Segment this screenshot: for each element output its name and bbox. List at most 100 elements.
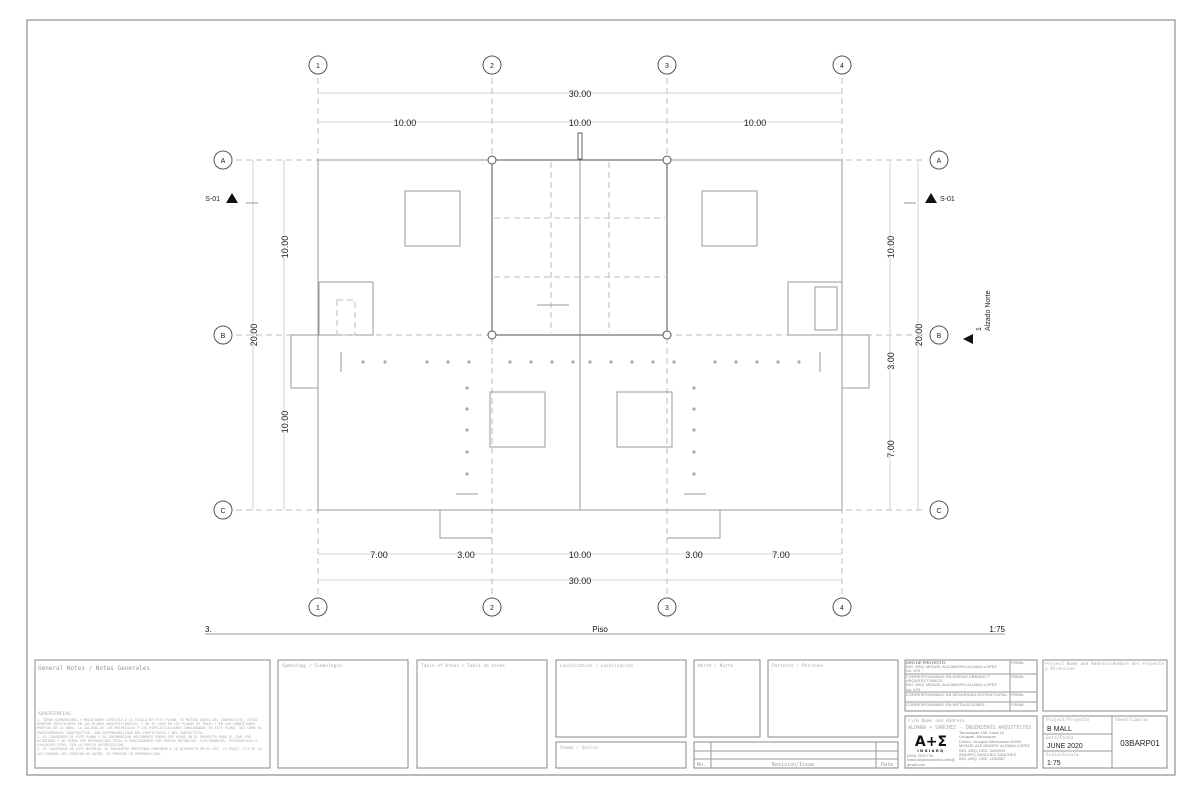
column-dot xyxy=(571,360,575,364)
north-panel xyxy=(693,659,761,738)
view-title: 3. Piso 1:75 xyxy=(205,625,1006,635)
responsibles-table: DRO DE PROYECTO: ING. ARQ. MIGUEL ALEJAN… xyxy=(904,659,1038,712)
grid-label-row: A xyxy=(937,158,942,165)
column-dot xyxy=(609,360,613,364)
revision-date-header: Date xyxy=(881,762,893,768)
firm-contact: ANDRES SANCHEZ SANCHEZ xyxy=(959,752,1017,758)
column-dot xyxy=(425,360,429,364)
revision-no-header: No. xyxy=(697,762,706,768)
advertencias-label: ADVERTENCIAS: xyxy=(38,711,73,717)
grid-label-column: 4 xyxy=(840,63,844,70)
central-court xyxy=(487,155,672,340)
column-dot xyxy=(465,450,469,454)
column-dot xyxy=(529,360,533,364)
grid-label-column: 3 xyxy=(665,605,669,612)
column-dot xyxy=(651,360,655,364)
dimension-lines xyxy=(252,92,919,581)
dim-bottom-span: 7.00 xyxy=(370,550,388,560)
column-dot xyxy=(465,407,469,411)
column-dot xyxy=(630,360,634,364)
note-item: 1. TOMAR DIMENSIONES Y MEDICIONES DIRECT… xyxy=(37,718,262,735)
responsible-role: CORRESPONSABLE EN SEGURIDAD ESTRUCTURAL: xyxy=(906,692,1009,697)
sheet-label: Sheet/Lamina xyxy=(1115,717,1148,723)
project-address-label: Project Name and Address/Nombre del Proy… xyxy=(1045,662,1165,672)
firm-logo: A+Σ INGIARQ xyxy=(915,734,947,753)
column-dot xyxy=(776,360,780,364)
column-dot xyxy=(361,360,365,364)
column-dot xyxy=(797,360,801,364)
firm-contact: ING. ARQ. CED. 1234567 xyxy=(959,756,1006,762)
dim-right-span: 3.00 xyxy=(886,352,896,370)
firm-address-line: Uruapan, Michoacan xyxy=(959,734,996,740)
section-marker-left[interactable]: S-01 xyxy=(205,193,258,204)
svg-text:INGIARQ: INGIARQ xyxy=(917,749,944,753)
firm-panel: Firm Name and Address ALDANA + SANCHEZ -… xyxy=(904,715,1038,769)
area-table-panel xyxy=(416,659,548,769)
patterns-label: Patterns / Patrones xyxy=(772,663,824,669)
firm-contact: MIGUEL ALEJANDRO ALDANA LOPEZ xyxy=(959,743,1030,749)
grid-label-row: C xyxy=(220,508,225,515)
revision-issue-header: Revision/Issue xyxy=(772,762,814,768)
svg-text:A+Σ: A+Σ xyxy=(915,734,947,750)
note-item: 3. EL CONTENIDO DE ESTE MATERIAL SE ENCU… xyxy=(37,747,262,756)
firm-label: Firm Name and Address xyxy=(908,718,965,724)
firm-address-line: Tamaulipas 108, Casa 12 xyxy=(959,731,1005,735)
firm-phone: (000) 2242726 xyxy=(907,754,934,758)
responsible-extra: No. 679 xyxy=(906,668,921,674)
date-value: JUNE 2020 xyxy=(1047,743,1083,750)
project-info-panel: Project/Proyecto B MALL Date/Fecha JUNE … xyxy=(1042,715,1168,769)
dim-top-total: 30.00 xyxy=(569,89,592,99)
column-dot xyxy=(467,360,471,364)
responsible-name: ING. ARQ. MIGUEL ALEJANDRO ALDANA LOPEZ xyxy=(906,663,997,669)
responsible-role: DRO DE PROYECTO: xyxy=(906,660,947,665)
grid-label-column: 4 xyxy=(840,605,844,612)
symbology-panel xyxy=(277,659,409,769)
stamp-label: Stamp / Sellos xyxy=(560,745,598,751)
dim-bottom-span: 7.00 xyxy=(772,550,790,560)
dim-top-span: 10.00 xyxy=(744,118,767,128)
dim-bottom-span: 10.00 xyxy=(569,550,592,560)
dim-left-total: 20.00 xyxy=(249,324,259,347)
section-marker-right[interactable]: S-01 xyxy=(904,193,955,204)
responsible-sign: FIRMA: xyxy=(1011,674,1025,679)
grid-bubbles: 1 2 3 4 1 2 3 4 A B C A B C xyxy=(213,55,949,617)
project-value: B MALL xyxy=(1047,726,1072,733)
column-dot xyxy=(692,407,696,411)
section-label: S-01 xyxy=(940,196,955,203)
grid-label-row: B xyxy=(937,333,942,340)
grid-label-column: 1 xyxy=(316,63,320,70)
elevation-marker[interactable]: 1 Alzado Norte xyxy=(963,290,992,344)
rooms xyxy=(290,190,870,539)
responsible-role: CORRESPONSABLE EN INSTALACIONES: xyxy=(906,702,986,707)
area-table-label: Table of Areas / Tabla de Areas xyxy=(421,663,505,669)
responsible-name: ING. ARQ. MIGUEL ALEJANDRO ALDANA LOPEZ xyxy=(906,682,997,688)
dim-right-total: 20.00 xyxy=(914,324,924,347)
dim-right-span: 7.00 xyxy=(886,440,896,458)
responsible-sign: FIRMA: xyxy=(1011,660,1025,665)
column-dot xyxy=(465,386,469,390)
grid-label-row: B xyxy=(221,333,226,340)
symbology-label: Symbology / Simbologia xyxy=(282,663,342,669)
dim-bottom-span: 3.00 xyxy=(685,550,703,560)
sheet-border xyxy=(26,19,1176,776)
scale-label: Scale/Escala xyxy=(1046,752,1079,758)
grid-label-column: 1 xyxy=(316,605,320,612)
dim-right-span: 10.00 xyxy=(886,236,896,259)
grid-label-column: 2 xyxy=(490,63,494,70)
date-label: Date/Fecha xyxy=(1046,735,1073,741)
elevation-number: 1 xyxy=(976,327,983,331)
column-dot xyxy=(383,360,387,364)
dim-bottom-span: 3.00 xyxy=(457,550,475,560)
column-dot xyxy=(692,428,696,432)
dim-top-span: 10.00 xyxy=(569,118,592,128)
dim-top-span: 10.00 xyxy=(394,118,417,128)
column-dots xyxy=(361,360,801,476)
column-dot xyxy=(713,360,717,364)
responsible-sign: FIRMA: xyxy=(1011,692,1025,697)
dim-left-span: 10.00 xyxy=(280,236,290,259)
column-dot xyxy=(446,360,450,364)
patterns-panel xyxy=(767,659,899,738)
column-dot xyxy=(550,360,554,364)
elevation-label: Alzado Norte xyxy=(985,290,992,331)
